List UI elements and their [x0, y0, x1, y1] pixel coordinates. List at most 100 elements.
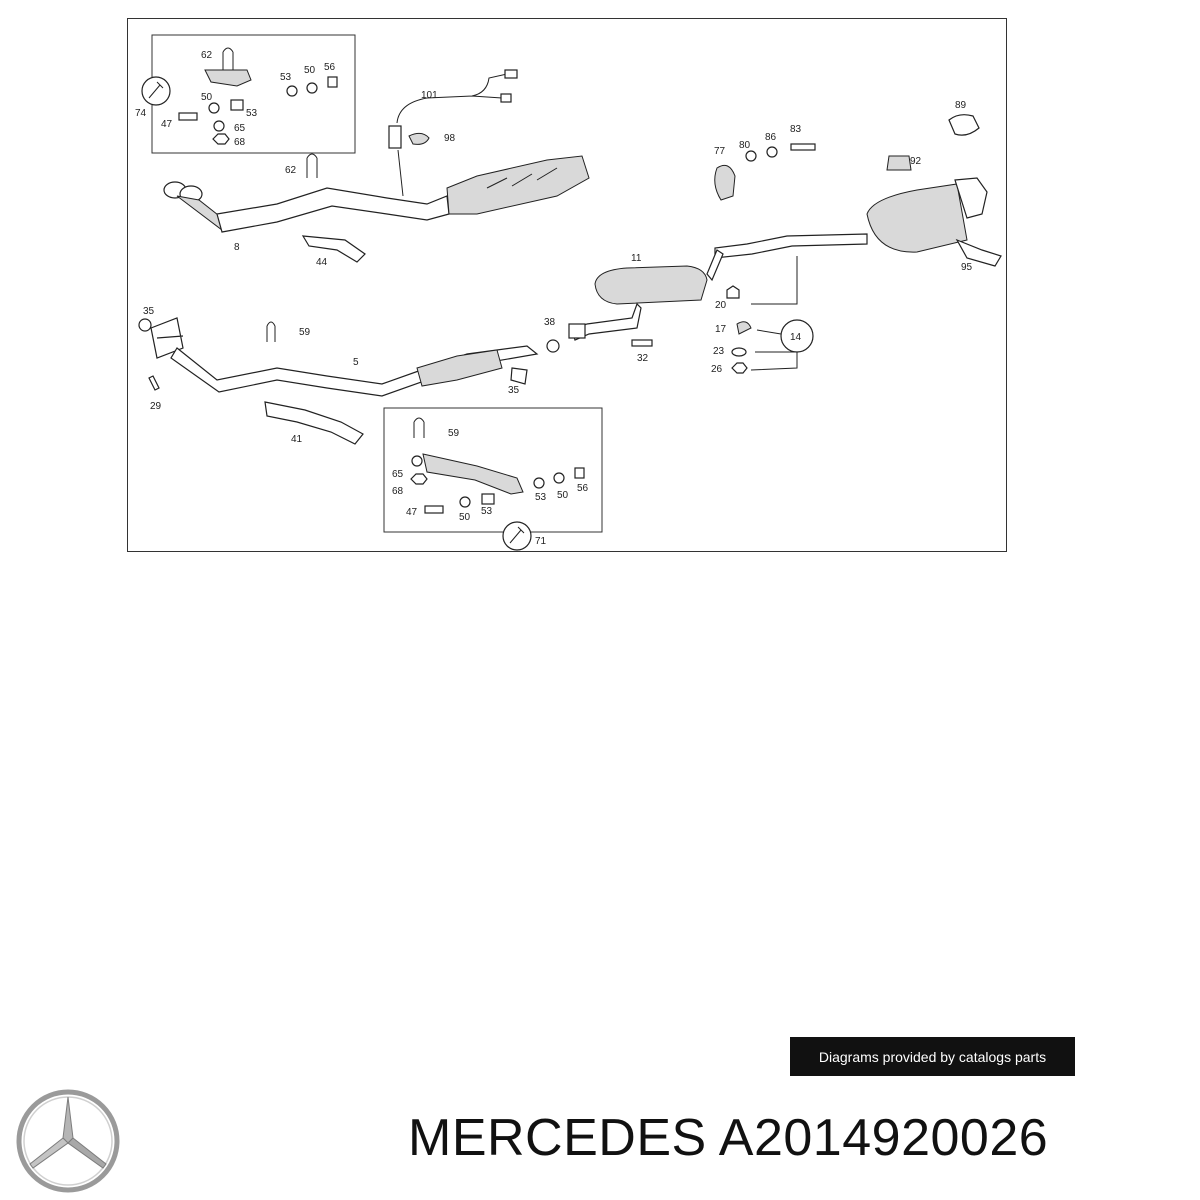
bracket-bottom [422, 453, 524, 495]
callout: 92 [910, 156, 922, 167]
part-title: MERCEDES A2014920026 [408, 1109, 1049, 1167]
callout: 74 [135, 108, 147, 119]
callout: 101 [421, 90, 438, 101]
callout: 38 [544, 317, 556, 328]
callout: 95 [961, 262, 973, 273]
washer-65 [213, 120, 225, 132]
callout: 20 [715, 300, 727, 311]
callout: 53 [280, 72, 292, 83]
callout: 68 [392, 486, 404, 497]
flange-5 [150, 317, 184, 359]
callout: 65 [234, 123, 246, 134]
callout: 80 [739, 140, 751, 151]
tool-74 [141, 76, 171, 106]
diagram-credit-badge: Diagrams provided by catalogs parts [790, 1037, 1075, 1076]
callout-labels: 62 56 50 53 74 50 47 53 65 68 101 98 62 … [135, 50, 973, 547]
washer-23 [731, 347, 747, 357]
callout: 17 [715, 324, 727, 335]
callout: 47 [406, 507, 418, 518]
oxygen-sensor [388, 125, 402, 149]
callout: 50 [304, 65, 316, 76]
part-80 [745, 150, 757, 162]
credit-text: Diagrams provided by catalogs parts [818, 1048, 1047, 1065]
callout: 8 [234, 242, 240, 253]
washer-50b [208, 102, 220, 114]
nut-35a [138, 318, 152, 332]
inset-box-bottom [383, 407, 603, 533]
bolt-47b [424, 505, 444, 514]
u-bolt-59b [413, 417, 425, 438]
resonator [416, 349, 503, 387]
callout: 59 [448, 428, 460, 439]
callout: 56 [324, 62, 336, 73]
callout: 23 [713, 346, 725, 357]
u-bolt-59 [266, 321, 276, 342]
nut-53d [481, 493, 495, 505]
sensor-wire-101 [396, 73, 508, 124]
callout: 53 [535, 492, 547, 503]
stud-29 [148, 375, 160, 391]
clamp-17 [736, 321, 752, 335]
callout: 29 [150, 401, 162, 412]
callout: 53 [246, 108, 258, 119]
callout: 35 [508, 385, 520, 396]
clip-98 [408, 132, 430, 145]
callout: 32 [637, 353, 649, 364]
washer-65b [411, 455, 423, 467]
tool-71 [502, 521, 532, 551]
bracket-top [204, 69, 252, 87]
bolt-83 [790, 143, 816, 151]
washer-50 [306, 82, 318, 94]
mount-92 [886, 155, 912, 171]
callout: 59 [299, 327, 311, 338]
washer-50d [459, 496, 471, 508]
flange-38b [568, 323, 586, 339]
callout: 89 [955, 100, 967, 111]
callout: 77 [714, 146, 726, 157]
u-bolt-62 [222, 47, 234, 70]
u-bolt-62b [306, 153, 318, 178]
bolt-32 [631, 339, 653, 347]
washer-50c [553, 472, 565, 484]
callout: 50 [201, 92, 213, 103]
callout: 50 [459, 512, 471, 523]
callout: 26 [711, 364, 723, 375]
nut-35b [510, 367, 528, 385]
hanger-77 [714, 164, 736, 201]
diagram-frame [127, 18, 1007, 552]
mercedes-star-icon [15, 1088, 121, 1194]
callout: 11 [631, 253, 642, 264]
callout: 14 [790, 332, 802, 343]
callout: 62 [201, 50, 213, 61]
nut-53 [286, 85, 298, 97]
clamp-38 [546, 339, 560, 353]
callout: 50 [557, 490, 569, 501]
nut-53c [533, 477, 545, 489]
bracket-44 [301, 235, 366, 263]
callout: 53 [481, 506, 493, 517]
tailpipe-95 [955, 238, 1002, 267]
callout: 68 [234, 137, 246, 148]
callout: 86 [765, 132, 777, 143]
rear-muffler [866, 183, 968, 253]
nut-26 [731, 362, 748, 374]
intermediate-pipe-5 [170, 345, 539, 397]
exhaust-system-diagram: 62 56 50 53 74 50 47 53 65 68 101 98 62 … [127, 18, 1007, 552]
callout: 62 [285, 165, 297, 176]
nut-56b [574, 467, 585, 479]
nut-53b [230, 99, 244, 111]
callout: 41 [291, 434, 303, 445]
diagram-canvas: 62 56 50 53 74 50 47 53 65 68 101 98 62 … [127, 18, 1007, 552]
callout: 44 [316, 257, 328, 268]
callout: 5 [353, 357, 359, 368]
bolt-47 [178, 112, 198, 121]
callout: 56 [577, 483, 589, 494]
callout: 65 [392, 469, 404, 480]
washer-86 [766, 146, 778, 158]
nut-68 [212, 133, 230, 145]
bolt-20 [726, 285, 740, 299]
center-muffler-11 [594, 265, 708, 305]
callout: 71 [535, 536, 547, 547]
callout: 83 [790, 124, 802, 135]
bracket-41 [264, 401, 364, 445]
